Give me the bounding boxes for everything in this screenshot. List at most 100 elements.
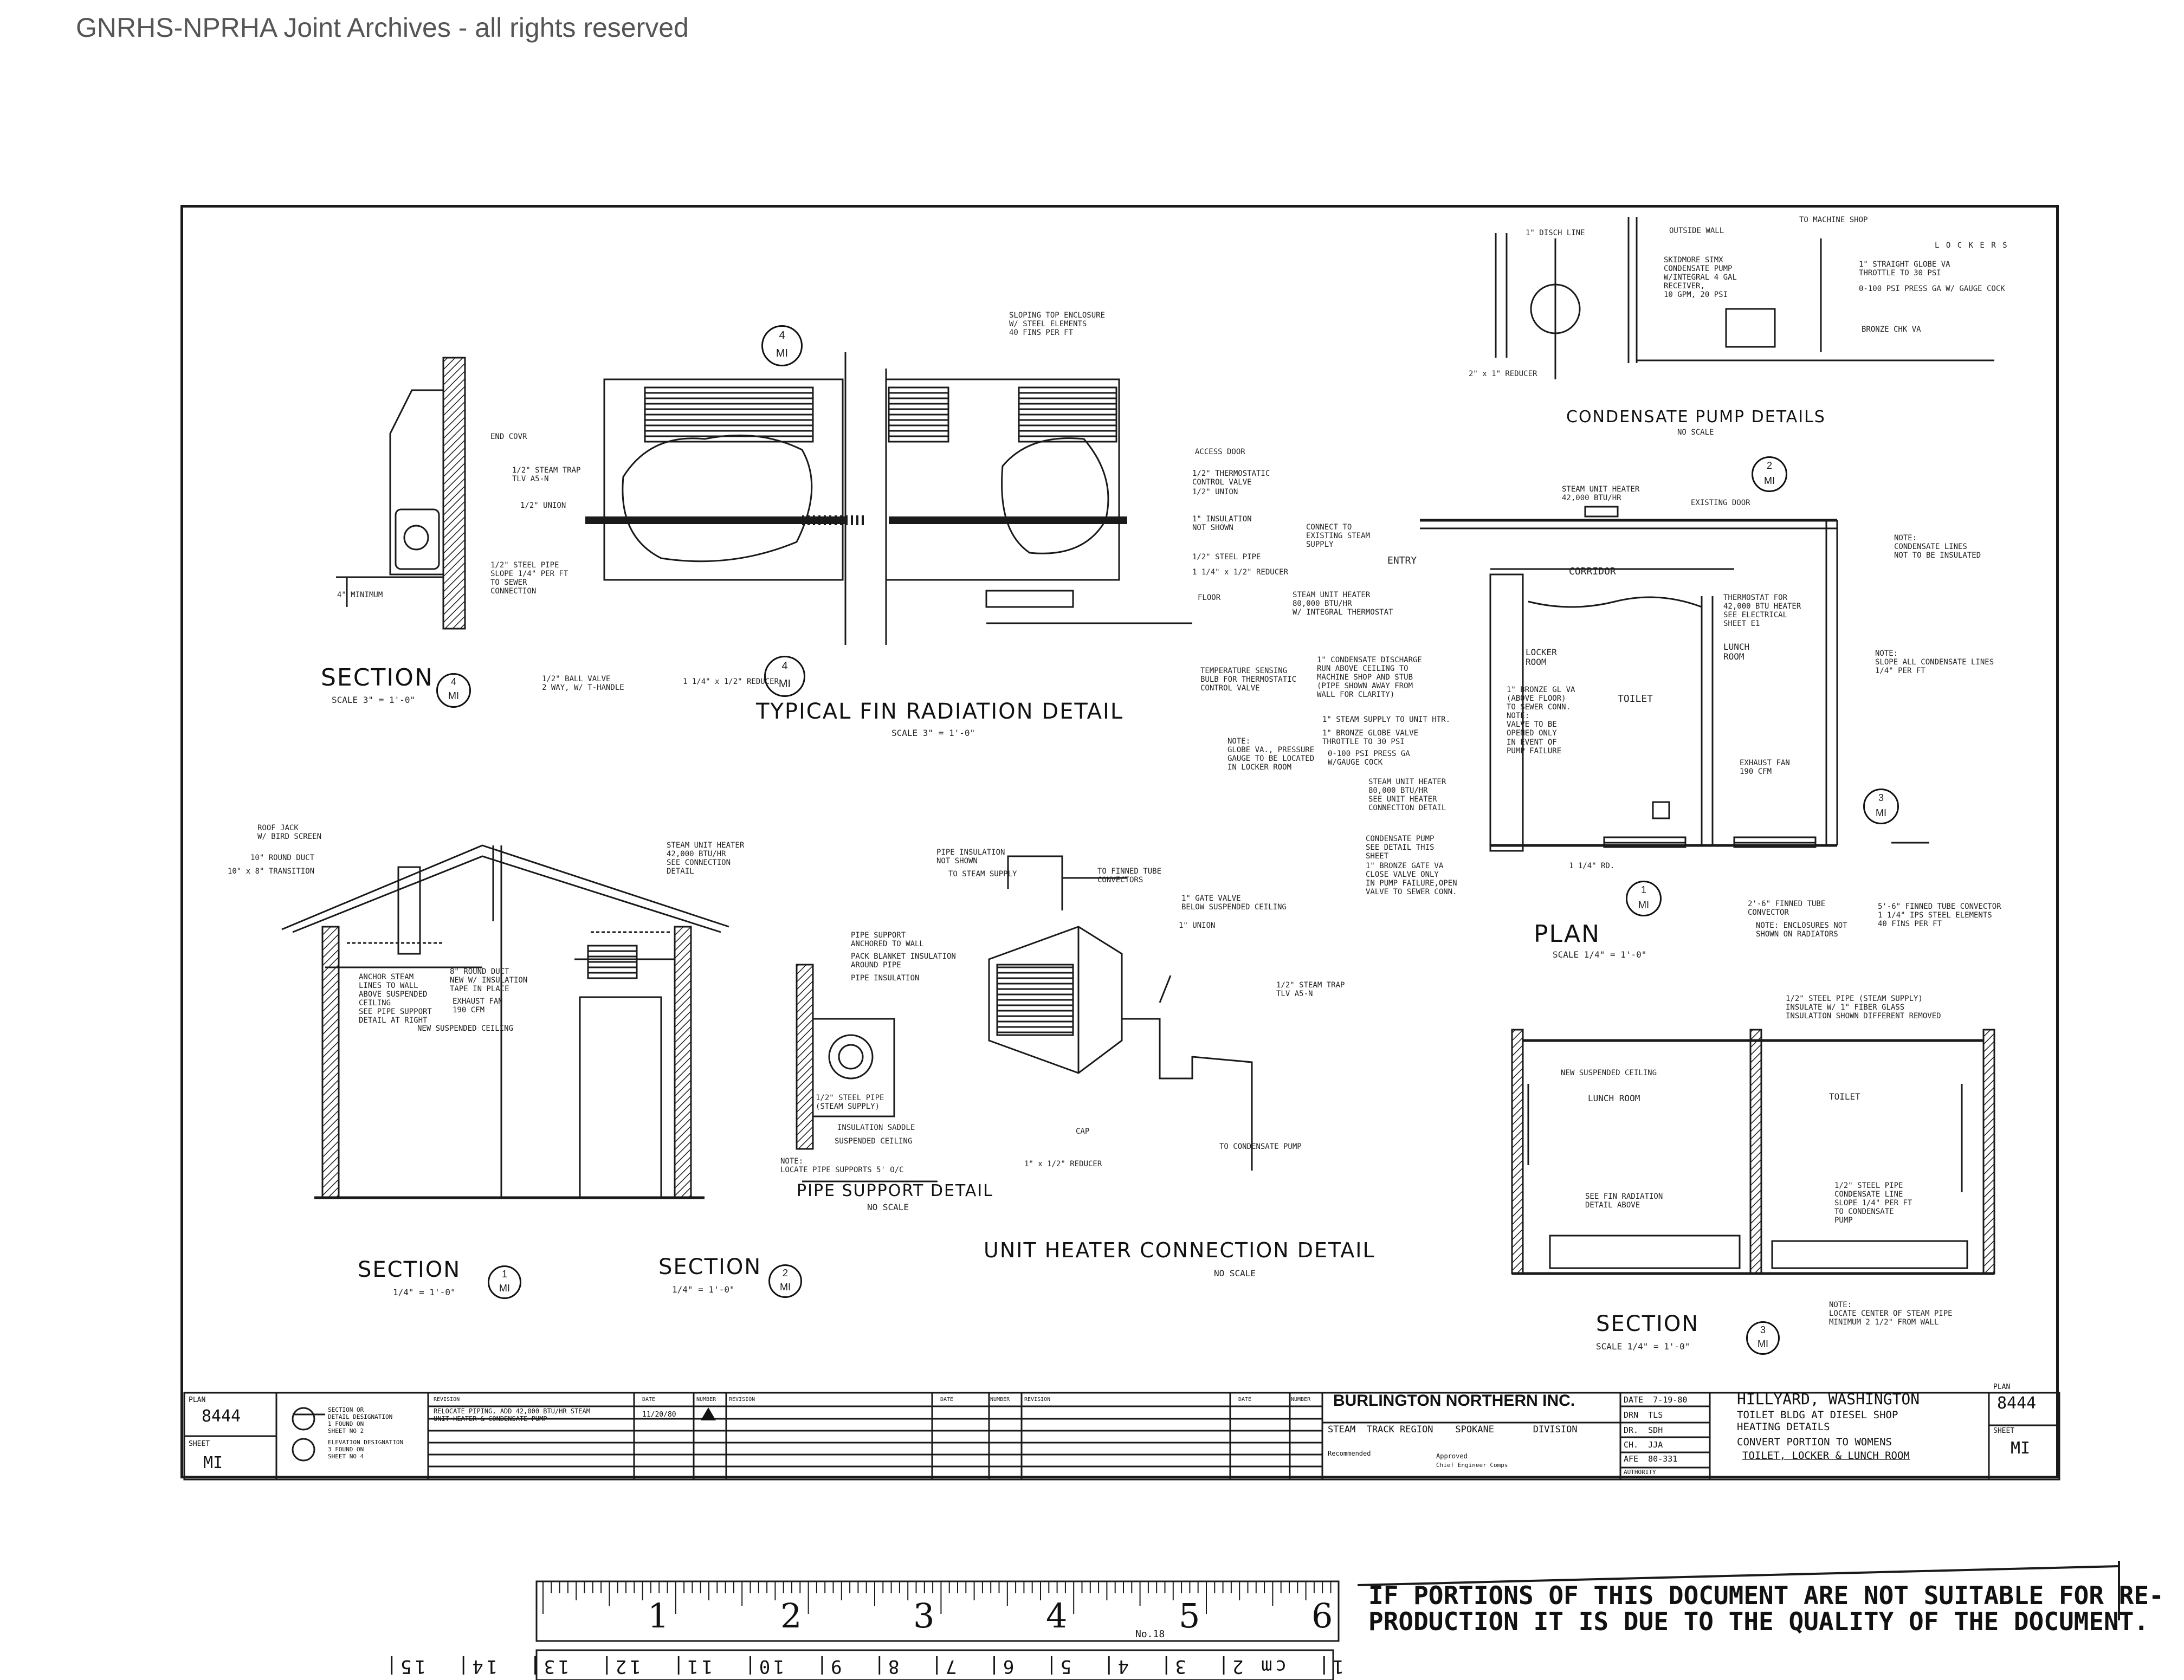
s3-note: NOTE: LOCATE CENTER OF STEAM PIPE MINIMU… [1829, 1301, 1953, 1327]
cond-globe-callout: 1" STRAIGHT GLOBE VA THROTTLE TO 30 PSI [1859, 260, 1950, 278]
section1-building-sketch [281, 844, 729, 1199]
section4-title: SECTION [321, 664, 434, 692]
tb-company: BURLINGTON NORTHERN INC. [1333, 1392, 1575, 1410]
fin-reducer-left-callout: 1 1/4" x 1/2" REDUCER [683, 677, 779, 686]
fin-insulation-callout: 1" INSULATION NOT SHOWN [1192, 515, 1252, 533]
tb-rev-date: 11/20/80 [642, 1411, 676, 1419]
fin-union-right-callout: 1/2" UNION [1192, 488, 1238, 496]
ps-title: PIPE SUPPORT DETAIL [797, 1181, 993, 1200]
quality-notice: IF PORTIONS OF THIS DOCUMENT ARE NOT SUI… [1368, 1581, 2164, 1637]
plan-note-left: NOTE: GLOBE VA., PRESSURE GAUGE TO BE LO… [1227, 737, 1315, 772]
tb-right-plan-label: PLAN [1993, 1383, 2011, 1391]
s3-fin-callout: SEE FIN RADIATION DETAIL ABOVE [1585, 1192, 1663, 1210]
tb-rev-header-4: REVISION [729, 1397, 755, 1403]
uh-insulation-callout: PIPE INSULATION NOT SHOWN [936, 848, 1005, 866]
plan-cond-disch-callout: 1" CONDENSATE DISCHARGE RUN ABOVE CEILIN… [1317, 656, 1422, 700]
plan-fin-right-callout: 5'-6" FINNED TUBE CONVECTOR 1 1/4" IPS S… [1878, 902, 2001, 929]
s1-transition-callout: 10" x 8" TRANSITION [228, 867, 315, 876]
ps-insulation-callout: PIPE INSULATION [851, 974, 920, 983]
section1-scale: 1/4" = 1'-0" [393, 1287, 456, 1297]
uh-reducer-callout: 1" x 1/2" REDUCER [1024, 1160, 1102, 1168]
s3-cond-callout: 1/2" STEEL PIPE CONDENSATE LINE SLOPE 1/… [1834, 1181, 1912, 1225]
tb-rev-header-9: NUMBER [1291, 1397, 1311, 1403]
tb-legend-2: ELEVATION DESIGNATION 3 FOUND ON SHEET N… [328, 1439, 404, 1460]
tb-recommended: Recommended [1328, 1450, 1371, 1457]
tb-right-plan-number: 8444 [1997, 1394, 2037, 1413]
plan-cond-pump-callout: CONDENSATE PUMP SEE DETAIL THIS SHEET [1366, 835, 1435, 861]
cond-to-shop-callout: TO MACHINE SHOP [1799, 216, 1868, 224]
plan-corridor-label: CORRIDOR [1569, 566, 1616, 577]
drawing-sheet [180, 205, 2059, 1478]
tb-rev-header-6: NUMBER [990, 1397, 1010, 1403]
section3-sketch [1511, 1029, 1995, 1275]
s1-duct8-callout: 8" ROUND DUCT NEW W/ INSULATION TAPE IN … [450, 967, 528, 994]
ps-saddle-callout: INSULATION SADDLE [837, 1123, 915, 1132]
uh-cap-callout: CAP [1076, 1127, 1090, 1136]
tb-sheet-label: SHEET [189, 1440, 210, 1448]
tb-rev-header-8: DATE [1238, 1397, 1252, 1403]
uh-union-callout: 1" UNION [1179, 921, 1216, 930]
ruler-ticks [542, 1581, 1339, 1614]
plan-existing-door-label: EXISTING DOOR [1691, 499, 1750, 507]
tb-dr: DR. SDH [1624, 1425, 1663, 1435]
fin-end-cover-callout: END COVR [490, 432, 527, 441]
ps-steel-callout: 1/2" STEEL PIPE (STEAM SUPPLY) [816, 1094, 884, 1112]
fin-ball-valve-callout: 1/2" BALL VALVE 2 WAY, W/ T-HANDLE [542, 675, 624, 693]
tb-chief: Chief Engineer Comps [1436, 1462, 1508, 1469]
ps-ceiling-callout: SUSPENDED CEILING [835, 1137, 913, 1146]
fin-thermo-valve-callout: 1/2" THERMOSTATIC CONTROL VALVE [1192, 469, 1270, 487]
fin-temp-bulb-callout: TEMPERATURE SENSING BULB FOR THERMOSTATI… [1200, 667, 1297, 693]
fin-floor-callout: FLOOR [1198, 593, 1221, 602]
title-block-grid [183, 1392, 2060, 1481]
fin-reducer-right-callout: 1 1/4" x 1/2" REDUCER [1192, 568, 1289, 577]
fin-steam-trap-callout: 1/2" STEAM TRAP TLV A5-N [512, 466, 581, 484]
s1-fan-callout: EXHAUST FAN 190 CFM [453, 997, 503, 1015]
uh-gate-callout: 1" GATE VALVE BELOW SUSPENDED CEILING [1181, 894, 1287, 912]
plan-globe-valve-callout: 1" BRONZE GLOBE VALVE THROTTLE TO 30 PSI [1322, 729, 1419, 747]
cond-title: CONDENSATE PUMP DETAILS [1566, 408, 1826, 427]
tb-region-line: STEAM TRACK REGION SPOKANE DIVISION [1328, 1424, 1578, 1435]
section1-title: SECTION [358, 1257, 461, 1282]
tb-desc-4: TOILET, LOCKER & LUNCH ROOM [1742, 1450, 1910, 1462]
plan-sketch [1420, 506, 1929, 852]
plan-thermostat-callout: THERMOSTAT FOR 42,000 BTU HEATER SEE ELE… [1723, 593, 1801, 629]
plan-scale: SCALE 1/4" = 1'-0" [1553, 949, 1647, 960]
s1-duct10-callout: 10" ROUND DUCT [250, 854, 315, 862]
plan-note-right-2: NOTE: SLOPE ALL CONDENSATE LINES 1/4" PE… [1875, 649, 1994, 676]
cond-check-callout: BRONZE CHK VA [1862, 325, 1921, 334]
tb-sheet-number: MI [203, 1453, 223, 1472]
tb-ch: CH. JJA [1624, 1440, 1663, 1450]
plan-exhaust-callout: EXHAUST FAN 190 CFM [1740, 759, 1790, 777]
plan-entry-label: ENTRY [1387, 555, 1417, 566]
cond-outside-wall-callout: OUTSIDE WALL [1669, 227, 1724, 235]
section4-scale: SCALE 3" = 1'-0" [332, 695, 416, 705]
section3-title: SECTION [1596, 1311, 1700, 1336]
tb-afe: AFE 80-331 [1624, 1454, 1678, 1464]
tb-rev-header-2: DATE [642, 1397, 656, 1403]
ruler-number: 4 [1046, 1596, 1068, 1636]
plan-fin-left-callout: 2'-6" FINNED TUBE CONVECTOR [1748, 900, 1826, 917]
section4-min-label: 4" MINIMUM [337, 591, 383, 599]
fin-union-left-callout: 1/2" UNION [520, 501, 566, 510]
ruler-sketch [535, 1580, 1340, 1680]
tb-desc-1: TOILET BLDG AT DIESEL SHOP [1737, 1409, 1898, 1421]
plan-press-gauge-callout: 0-100 PSI PRESS GA W/GAUGE COCK [1328, 749, 1410, 767]
fin-title: TYPICAL FIN RADIATION DETAIL [756, 699, 1124, 724]
plan-rd-callout: 1 1/4" RD. [1569, 862, 1615, 870]
tb-legend-1: SECTION OR DETAIL DESIGNATION 1 FOUND ON… [328, 1406, 393, 1435]
plan-steam-supply-callout: 1" STEAM SUPPLY TO UNIT HTR. [1322, 715, 1451, 724]
ruler-number: 6 [1311, 1596, 1333, 1636]
tb-drn: DRN TLS [1624, 1410, 1663, 1420]
tb-right-sheet-number: MI [2011, 1439, 2031, 1458]
uh-to-pump-callout: TO CONDENSATE PUMP [1219, 1142, 1302, 1151]
plan-connect-callout: CONNECT TO EXISTING STEAM SUPPLY [1306, 523, 1371, 550]
fin-steel-pipe-right-callout: 1/2" STEEL PIPE [1192, 553, 1261, 561]
ruler-number: 1 [648, 1596, 669, 1636]
tb-location: HILLYARD, WASHINGTON [1737, 1390, 1920, 1408]
